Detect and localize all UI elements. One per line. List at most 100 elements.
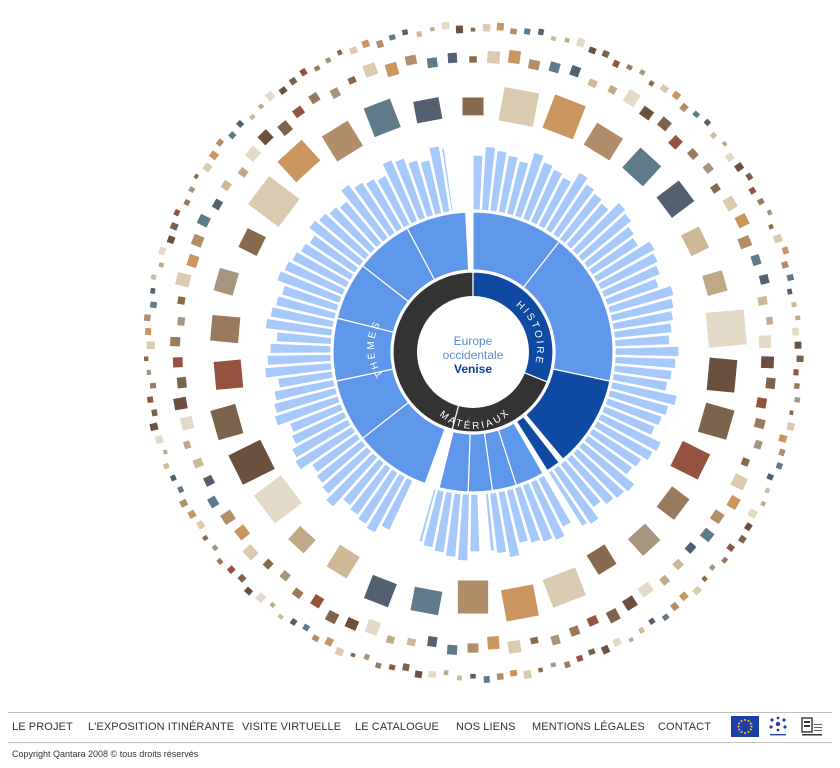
outer-thumbnail[interactable] bbox=[162, 449, 168, 455]
item-spoke[interactable] bbox=[564, 202, 610, 251]
large-thumbnail[interactable] bbox=[248, 176, 300, 228]
middle-thumbnail[interactable] bbox=[722, 195, 738, 212]
item-spoke[interactable] bbox=[587, 236, 640, 277]
large-thumbnail[interactable] bbox=[702, 270, 728, 297]
large-thumbnail[interactable] bbox=[363, 98, 401, 138]
outer-thumbnail[interactable] bbox=[791, 301, 797, 308]
middle-thumbnail[interactable] bbox=[487, 636, 500, 650]
outer-thumbnail[interactable] bbox=[793, 383, 800, 390]
outer-thumbnail[interactable] bbox=[402, 663, 410, 672]
outer-thumbnail[interactable] bbox=[756, 197, 765, 206]
middle-thumbnail[interactable] bbox=[730, 473, 749, 491]
outer-thumbnail[interactable] bbox=[575, 654, 584, 663]
middle-thumbnail[interactable] bbox=[207, 495, 220, 509]
outer-thumbnail[interactable] bbox=[179, 498, 189, 508]
middle-thumbnail[interactable] bbox=[364, 618, 381, 636]
middle-thumbnail[interactable] bbox=[737, 234, 753, 250]
large-thumbnail[interactable] bbox=[697, 402, 735, 440]
item-spoke[interactable] bbox=[558, 192, 604, 245]
middle-thumbnail[interactable] bbox=[220, 509, 236, 526]
item-spoke[interactable] bbox=[571, 447, 626, 500]
large-thumbnail[interactable] bbox=[542, 567, 586, 608]
large-thumbnail[interactable] bbox=[500, 584, 539, 622]
item-spoke[interactable] bbox=[338, 200, 383, 249]
middle-thumbnail[interactable] bbox=[324, 609, 340, 625]
item-spoke[interactable] bbox=[280, 284, 340, 313]
outer-thumbnail[interactable] bbox=[208, 150, 220, 161]
outer-thumbnail[interactable] bbox=[708, 564, 716, 571]
outer-thumbnail[interactable] bbox=[550, 35, 557, 42]
large-thumbnail[interactable] bbox=[706, 357, 738, 393]
outer-thumbnail[interactable] bbox=[299, 67, 308, 77]
item-spoke[interactable] bbox=[592, 420, 654, 462]
item-spoke[interactable] bbox=[488, 491, 508, 555]
institution-icon[interactable] bbox=[800, 716, 824, 737]
middle-thumbnail[interactable] bbox=[279, 570, 292, 582]
item-spoke[interactable] bbox=[607, 388, 670, 417]
item-spoke[interactable] bbox=[611, 372, 669, 392]
middle-thumbnail[interactable] bbox=[175, 272, 192, 288]
middle-thumbnail[interactable] bbox=[447, 52, 458, 64]
outer-thumbnail[interactable] bbox=[188, 186, 196, 194]
large-thumbnail[interactable] bbox=[705, 309, 747, 348]
outer-thumbnail[interactable] bbox=[169, 474, 177, 482]
middle-thumbnail[interactable] bbox=[177, 296, 186, 305]
outer-thumbnail[interactable] bbox=[243, 586, 254, 596]
outer-thumbnail[interactable] bbox=[523, 669, 532, 680]
item-spoke[interactable] bbox=[393, 157, 427, 222]
outer-thumbnail[interactable] bbox=[311, 634, 320, 643]
item-spoke[interactable] bbox=[544, 171, 590, 235]
middle-thumbnail[interactable] bbox=[237, 166, 249, 178]
outer-thumbnail[interactable] bbox=[456, 675, 462, 681]
outer-thumbnail[interactable] bbox=[795, 315, 801, 321]
item-spoke[interactable] bbox=[551, 182, 596, 240]
item-spoke[interactable] bbox=[266, 353, 332, 367]
outer-thumbnail[interactable] bbox=[638, 626, 646, 634]
outer-thumbnail[interactable] bbox=[278, 86, 288, 96]
outer-thumbnail[interactable] bbox=[564, 37, 570, 43]
middle-thumbnail[interactable] bbox=[220, 179, 232, 192]
item-spoke[interactable] bbox=[596, 251, 660, 291]
outer-thumbnail[interactable] bbox=[149, 422, 159, 432]
middle-thumbnail[interactable] bbox=[672, 558, 684, 571]
outer-thumbnail[interactable] bbox=[269, 601, 276, 608]
item-spoke[interactable] bbox=[558, 458, 603, 509]
middle-thumbnail[interactable] bbox=[176, 376, 187, 389]
middle-thumbnail[interactable] bbox=[344, 617, 360, 631]
middle-thumbnail[interactable] bbox=[179, 415, 195, 431]
item-spoke[interactable] bbox=[272, 386, 339, 415]
outer-thumbnail[interactable] bbox=[324, 636, 334, 647]
outer-thumbnail[interactable] bbox=[166, 235, 176, 245]
item-spoke[interactable] bbox=[290, 250, 351, 289]
outer-thumbnail[interactable] bbox=[361, 39, 371, 49]
outer-thumbnail[interactable] bbox=[324, 57, 332, 64]
outer-thumbnail[interactable] bbox=[149, 301, 158, 309]
item-spoke[interactable] bbox=[611, 309, 675, 331]
middle-thumbnail[interactable] bbox=[486, 50, 501, 64]
item-spoke[interactable] bbox=[596, 412, 663, 453]
item-spoke[interactable] bbox=[529, 478, 567, 542]
outer-thumbnail[interactable] bbox=[775, 462, 784, 470]
middle-thumbnail[interactable] bbox=[177, 316, 186, 326]
middle-thumbnail[interactable] bbox=[709, 183, 721, 194]
item-spoke[interactable] bbox=[269, 305, 336, 329]
middle-thumbnail[interactable] bbox=[758, 335, 772, 349]
item-spoke[interactable] bbox=[422, 488, 446, 549]
outer-thumbnail[interactable] bbox=[766, 473, 774, 481]
middle-thumbnail[interactable] bbox=[292, 105, 306, 119]
middle-thumbnail[interactable] bbox=[277, 120, 294, 137]
outer-thumbnail[interactable] bbox=[745, 172, 754, 181]
item-spoke[interactable] bbox=[283, 259, 347, 297]
middle-thumbnail[interactable] bbox=[622, 595, 638, 612]
middle-thumbnail[interactable] bbox=[605, 607, 621, 624]
outer-thumbnail[interactable] bbox=[202, 162, 213, 173]
outer-thumbnail[interactable] bbox=[678, 591, 689, 602]
outer-category-ring[interactable] bbox=[263, 145, 680, 562]
outer-thumbnail[interactable] bbox=[158, 262, 165, 268]
item-spoke[interactable] bbox=[537, 175, 573, 230]
outer-thumbnail[interactable] bbox=[781, 246, 790, 255]
middle-thumbnail[interactable] bbox=[257, 129, 274, 146]
outer-thumbnail[interactable] bbox=[600, 644, 611, 655]
outer-thumbnail[interactable] bbox=[786, 273, 795, 282]
outer-thumbnail[interactable] bbox=[563, 660, 571, 669]
